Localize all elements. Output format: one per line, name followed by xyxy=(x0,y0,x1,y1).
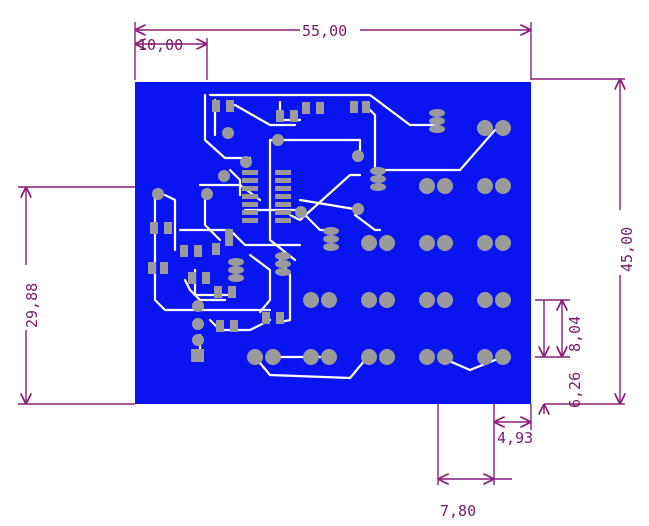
dim-board-width: 55,00 xyxy=(134,22,532,80)
dim-bottom-mid: 7,80 xyxy=(437,404,512,520)
dim-offset-left: 10,00 xyxy=(135,36,208,80)
dim-label-left-height: 29,88 xyxy=(23,283,41,328)
dim-label-board-width: 55,00 xyxy=(302,22,347,40)
dim-label-right-bottom: 6,26 xyxy=(566,372,584,408)
dim-right-small: 8,04 xyxy=(535,299,584,358)
dim-board-height: 45,00 xyxy=(531,78,636,405)
dim-label-board-height: 45,00 xyxy=(618,227,636,272)
dim-label-offset-left: 10,00 xyxy=(138,36,183,54)
dim-label-right-small: 8,04 xyxy=(566,316,584,352)
pcb-pads xyxy=(148,100,511,365)
dim-bottom-right: 4,93 xyxy=(493,404,533,485)
dim-label-bottom-mid: 7,80 xyxy=(440,502,476,520)
dim-left-height: 29,88 xyxy=(18,186,135,405)
dim-label-bottom-right: 4,93 xyxy=(497,429,533,447)
dim-right-bottom: 6,26 xyxy=(544,300,584,414)
